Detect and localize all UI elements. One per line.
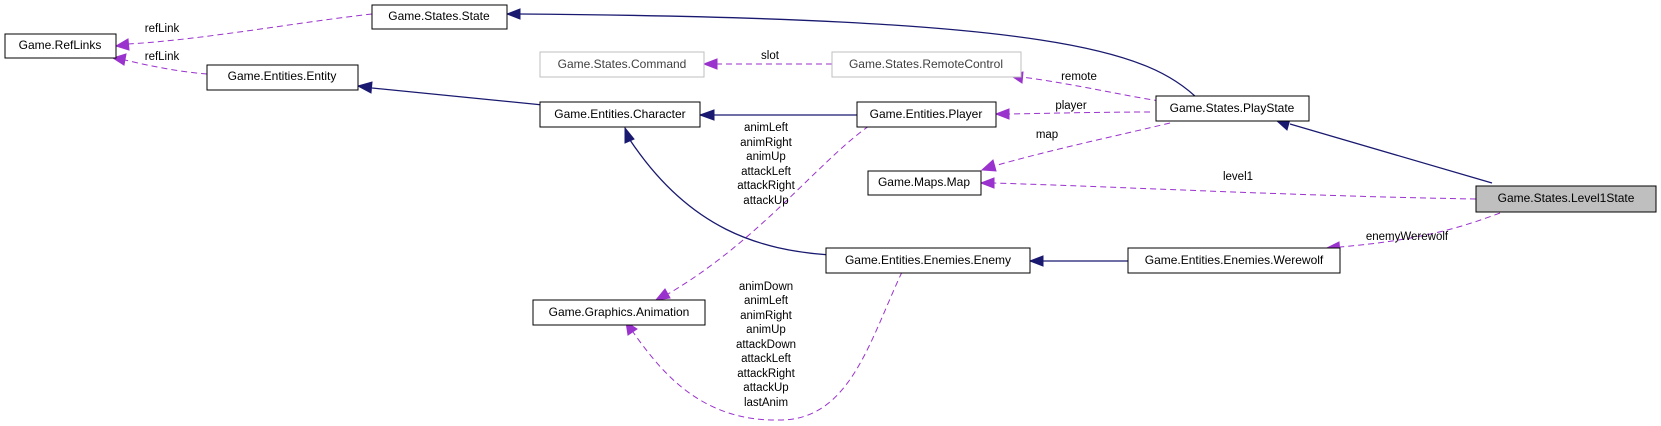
label-enemy-anim: attackDown: [736, 339, 796, 351]
label-reflink-state: refLink: [145, 23, 180, 35]
node-enemy[interactable]: Game.Entities.Enemies.Enemy: [825, 247, 1031, 274]
arrowhead-use-animation-player: [654, 288, 671, 301]
label-enemy-anim: animUp: [746, 324, 786, 336]
arrowhead-inherit-character: [698, 109, 715, 121]
edge-level1state-inherits-playstate: [1289, 123, 1493, 184]
node-entity[interactable]: Game.Entities.Entity: [206, 64, 359, 91]
label-player: player: [1055, 100, 1086, 112]
node-command[interactable]: Game.States.Command: [539, 51, 705, 78]
node-play-state-label: Game.States.PlayState: [1170, 101, 1295, 115]
label-slot: slot: [761, 50, 780, 62]
arrowhead-inherit-character-enemy: [624, 126, 635, 144]
label-player-animations: animLeft animRight animUp attackLeft att…: [737, 122, 795, 207]
edge-playstate-remote: [1021, 76, 1161, 102]
edge-enemy-inherits-character: [629, 139, 831, 256]
node-player[interactable]: Game.Entities.Player: [856, 101, 997, 128]
arrowhead-use-reflinks-1: [114, 38, 130, 51]
label-enemy-anim: attackLeft: [741, 353, 792, 365]
node-map[interactable]: Game.Maps.Map: [867, 170, 982, 196]
label-enemy-anim: animRight: [740, 310, 793, 322]
edge-level1state-werewolf: [1339, 212, 1501, 248]
node-character-label: Game.Entities.Character: [554, 107, 685, 121]
node-animation-label: Game.Graphics.Animation: [549, 305, 690, 319]
label-enemy-werewolf: enemyWerewolf: [1366, 231, 1449, 243]
label-player-anim: animRight: [740, 137, 793, 149]
node-animation[interactable]: Game.Graphics.Animation: [532, 299, 706, 326]
edge-playstate-player: [1008, 111, 1151, 115]
edge-enemy-animation: [632, 271, 903, 421]
edge-level1state-map: [993, 182, 1477, 200]
node-state-label: Game.States.State: [388, 9, 490, 23]
label-map: map: [1036, 129, 1058, 141]
node-remote-control[interactable]: Game.States.RemoteControl: [831, 51, 1022, 78]
label-enemy-anim: attackUp: [743, 382, 788, 394]
arrowhead-inherit-entity: [356, 81, 373, 94]
label-player-anim: attackUp: [743, 195, 788, 207]
node-play-state[interactable]: Game.States.PlayState: [1155, 95, 1310, 122]
node-state[interactable]: Game.States.State: [371, 4, 508, 30]
arrowhead-use-reflinks-2: [111, 53, 127, 66]
label-player-anim: animUp: [746, 151, 786, 163]
edge-playstate-map: [993, 122, 1171, 167]
edge-playstate-inherits-state: [519, 13, 1201, 102]
arrowhead-inherit-enemy: [1028, 255, 1044, 267]
node-werewolf[interactable]: Game.Entities.Enemies.Werewolf: [1127, 247, 1341, 274]
node-map-label: Game.Maps.Map: [878, 175, 970, 189]
label-enemy-anim: attackRight: [737, 368, 795, 380]
node-level1-state[interactable]: Game.States.Level1State: [1475, 185, 1657, 213]
node-remote-control-label: Game.States.RemoteControl: [849, 57, 1003, 71]
label-enemy-animations: animDown animLeft animRight animUp attac…: [736, 281, 796, 409]
label-reflink-entity: refLink: [145, 51, 180, 63]
arrowhead-use-player: [994, 108, 1010, 120]
node-level1-state-label: Game.States.Level1State: [1498, 191, 1635, 205]
edge-entity-reflink: [124, 59, 208, 75]
edge-player-animation: [667, 125, 870, 295]
node-reflinks-label: Game.RefLinks: [19, 38, 102, 52]
edge-state-reflink: [127, 13, 373, 45]
edge-character-inherits-entity: [371, 87, 554, 107]
node-character[interactable]: Game.Entities.Character: [539, 101, 701, 128]
arrowhead-use-map-level1: [979, 177, 995, 189]
label-enemy-anim: lastAnim: [744, 397, 788, 409]
label-player-anim: animLeft: [744, 122, 789, 134]
label-enemy-anim: animDown: [739, 281, 793, 293]
node-enemy-label: Game.Entities.Enemies.Enemy: [845, 253, 1011, 267]
arrowhead-inherit-state: [505, 8, 521, 20]
node-player-label: Game.Entities.Player: [870, 107, 983, 121]
label-level1: level1: [1223, 171, 1253, 183]
label-enemy-anim: animLeft: [744, 295, 789, 307]
node-entity-label: Game.Entities.Entity: [228, 69, 337, 83]
arrowhead-use-map: [980, 159, 997, 172]
label-remote: remote: [1061, 71, 1097, 83]
label-player-anim: attackLeft: [741, 166, 792, 178]
node-command-label: Game.States.Command: [558, 57, 687, 71]
arrowhead-use-command: [702, 58, 718, 70]
label-player-anim: attackRight: [737, 180, 795, 192]
node-werewolf-label: Game.Entities.Enemies.Werewolf: [1145, 253, 1324, 267]
node-reflinks[interactable]: Game.RefLinks: [4, 33, 117, 59]
